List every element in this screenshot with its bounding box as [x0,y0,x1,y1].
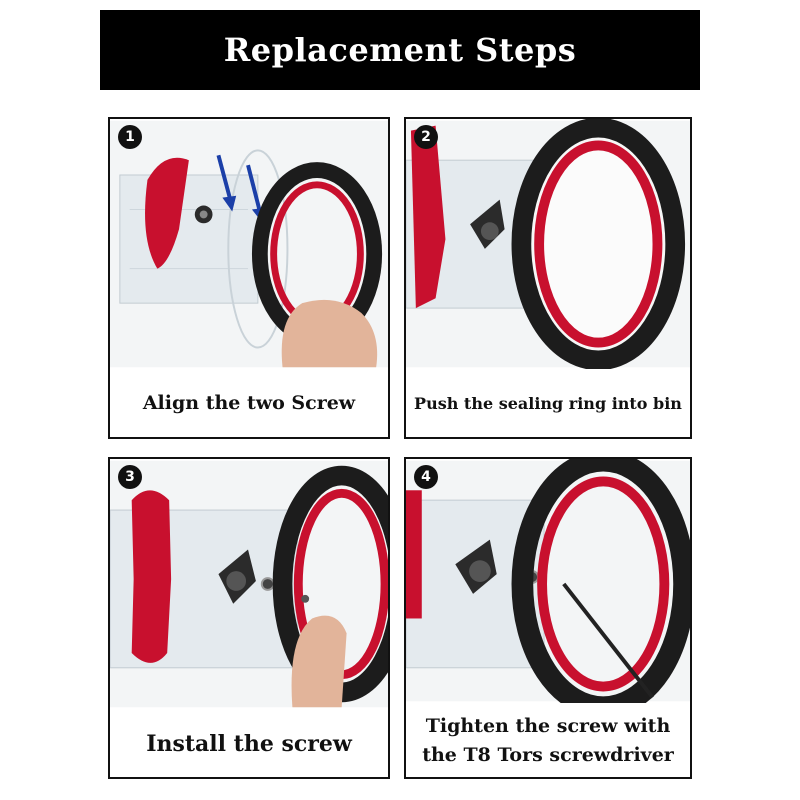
step-caption: Tighten the screw with the T8 Tors screw… [406,703,690,777]
step-caption-line: Tighten the screw with [425,714,671,737]
title-banner: Replacement Steps [100,10,700,90]
step-caption: Install the screw [146,730,352,757]
step-caption-line: the T8 Tors screwdriver [422,744,674,766]
step-panel-3: 3 Install the screw [108,457,390,779]
step-panel-1: 1 Align the two Screw [108,117,390,439]
step-panel-4: 4 Tighten the screw with the T8 Tors scr… [404,457,692,779]
install-screw-photo [110,460,388,708]
step-number-badge: 1 [118,125,142,149]
step-panel-2: 2 Push the sealing ring into bin [404,117,692,439]
push-ring-photo [406,119,690,369]
tighten-screw-photo [406,459,690,703]
step-number-badge: 2 [414,125,438,149]
step-caption: Align the two Screw [142,392,356,415]
align-screws-photo [110,120,388,368]
step-number-badge: 3 [118,465,142,489]
step-caption: Push the sealing ring into bin [414,393,682,413]
step-number-badge: 4 [414,465,438,489]
page-title: Replacement Steps [223,31,577,69]
